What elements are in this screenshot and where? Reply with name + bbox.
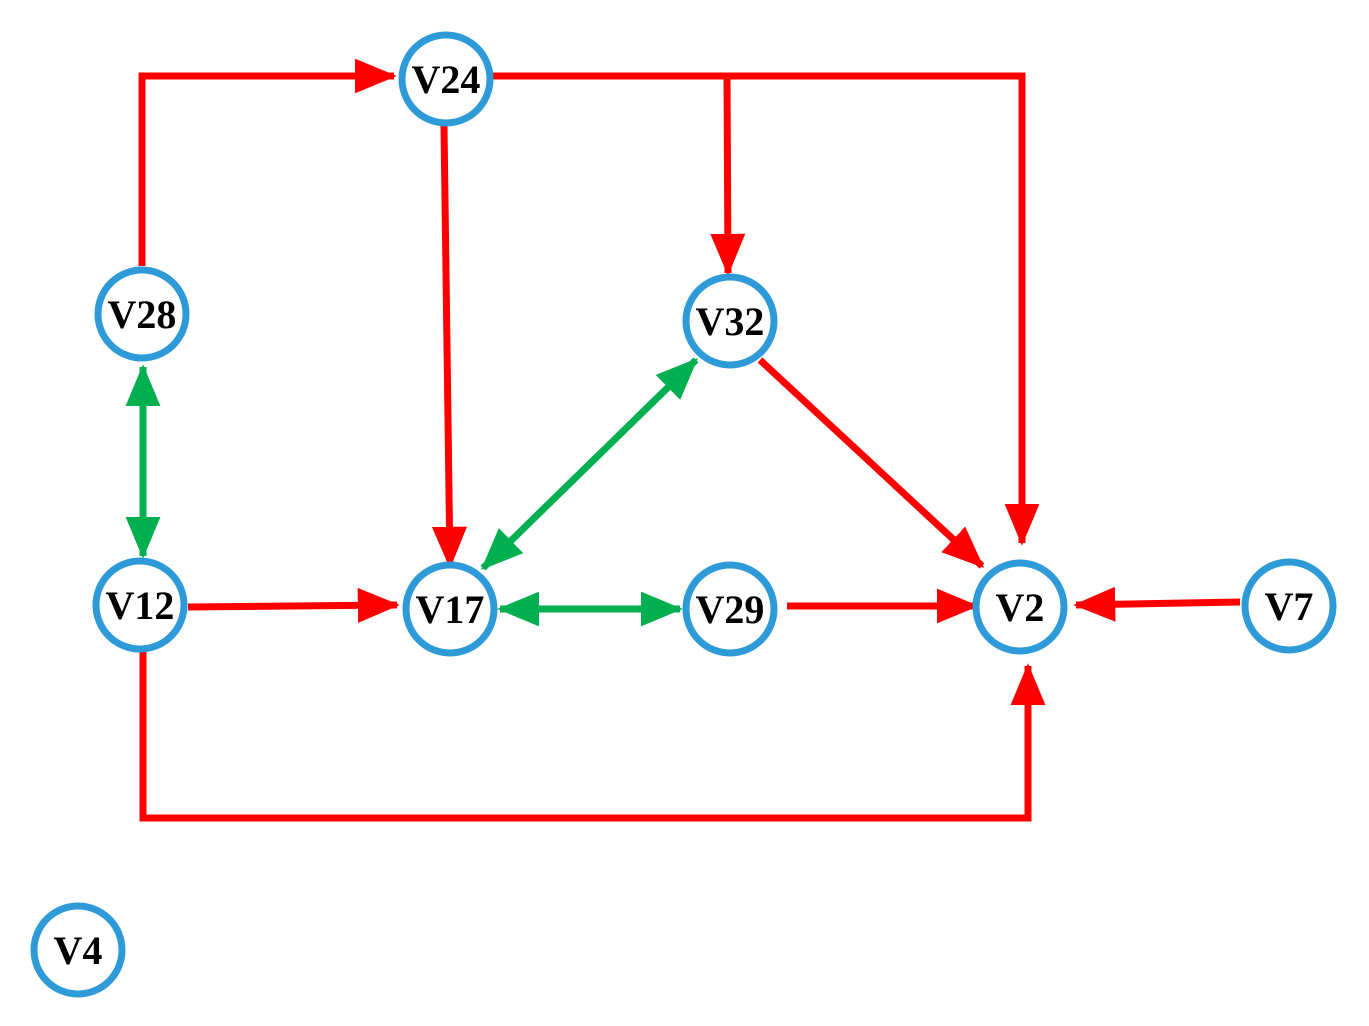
- node-v2[interactable]: V2: [972, 559, 1068, 655]
- node-v28[interactable]: V28: [94, 266, 190, 362]
- node-label: V4: [54, 928, 103, 973]
- node-label: V12: [106, 583, 175, 628]
- node-circle: [92, 557, 188, 653]
- edge-v24-v17: [431, 125, 467, 569]
- node-v4[interactable]: V4: [30, 902, 126, 998]
- node-label: V32: [696, 299, 765, 344]
- node-label: V7: [1265, 584, 1314, 629]
- edge-v12-v2: [139, 652, 1046, 822]
- node-v12[interactable]: V12: [92, 557, 188, 653]
- node-label: V2: [996, 585, 1045, 630]
- node-circle: [94, 266, 190, 362]
- node-v7[interactable]: V7: [1241, 558, 1337, 654]
- node-circle: [682, 561, 778, 657]
- node-v17[interactable]: V17: [402, 561, 498, 657]
- node-label: V29: [696, 587, 765, 632]
- node-circle: [1241, 558, 1337, 654]
- node-v24[interactable]: V24: [398, 31, 494, 127]
- edge-v7-v2: [1073, 586, 1241, 622]
- edge-v28-v24: [138, 58, 397, 266]
- node-label: V17: [416, 587, 485, 632]
- edge-v32-v2: [757, 357, 985, 569]
- node-label: V28: [108, 292, 177, 337]
- node-label: V24: [412, 57, 481, 102]
- edge-v12-v17: [187, 587, 400, 623]
- node-circle: [30, 902, 126, 998]
- edge-v24-v32: [710, 75, 746, 276]
- node-circle: [682, 273, 778, 369]
- node-circle: [972, 559, 1068, 655]
- edges: [125, 58, 1241, 822]
- node-circle: [402, 561, 498, 657]
- node-v29[interactable]: V29: [682, 561, 778, 657]
- edge-v17-v32: [480, 357, 699, 571]
- node-v32[interactable]: V32: [682, 273, 778, 369]
- edge-v24-v2: [490, 72, 1040, 546]
- node-circle: [398, 31, 494, 127]
